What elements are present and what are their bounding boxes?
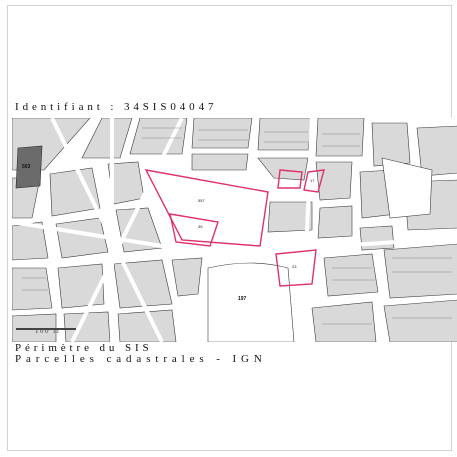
parcel-block [315, 118, 365, 157]
parcel-block [117, 309, 177, 342]
scale-bar [16, 328, 76, 330]
parcel-block [257, 157, 309, 181]
parcel-block [257, 118, 313, 151]
parcel-block [191, 118, 253, 149]
parcel-number: 197 [238, 296, 247, 302]
legend-parcels: Parcelles cadastrales - IGN [15, 353, 267, 365]
parcel-number: 17 [310, 178, 315, 183]
parcel-block [63, 311, 111, 342]
parcel-block [57, 263, 105, 309]
parcel-block [371, 122, 411, 167]
parcel-block [317, 205, 353, 239]
sis-perimeter [144, 169, 325, 287]
dark-building [15, 145, 43, 189]
parcel-block [323, 253, 379, 297]
scale-label: 100 m [35, 327, 61, 335]
parcel-block [359, 225, 395, 251]
cadastral-map: 503 557 197 35 23 17 [12, 118, 457, 342]
parcel-block [383, 299, 457, 342]
legend-perimeter: Périmètre du SIS [15, 342, 153, 354]
parcel-block [191, 153, 249, 171]
parcel-block [416, 125, 457, 177]
parcel-block [267, 201, 313, 233]
parcel-lines [22, 127, 452, 325]
road-network [12, 118, 457, 342]
identifier-label: Identifiant : 34SIS04047 [15, 101, 218, 113]
parcel-number: 23 [292, 264, 297, 269]
parcel-block [81, 118, 133, 159]
parcel-number: 557 [198, 198, 205, 203]
large-parcel-lower [207, 262, 295, 342]
parcel-block [311, 301, 377, 342]
parcel-number: 503 [22, 164, 31, 170]
parcel-block [12, 267, 53, 311]
curved-block [381, 157, 433, 219]
parcel-block [171, 257, 203, 297]
parcel-block [55, 217, 109, 259]
parcel-block [129, 118, 188, 155]
parcel-block [383, 243, 457, 299]
parcel-block [49, 167, 101, 217]
parcel-number: 35 [198, 224, 203, 229]
